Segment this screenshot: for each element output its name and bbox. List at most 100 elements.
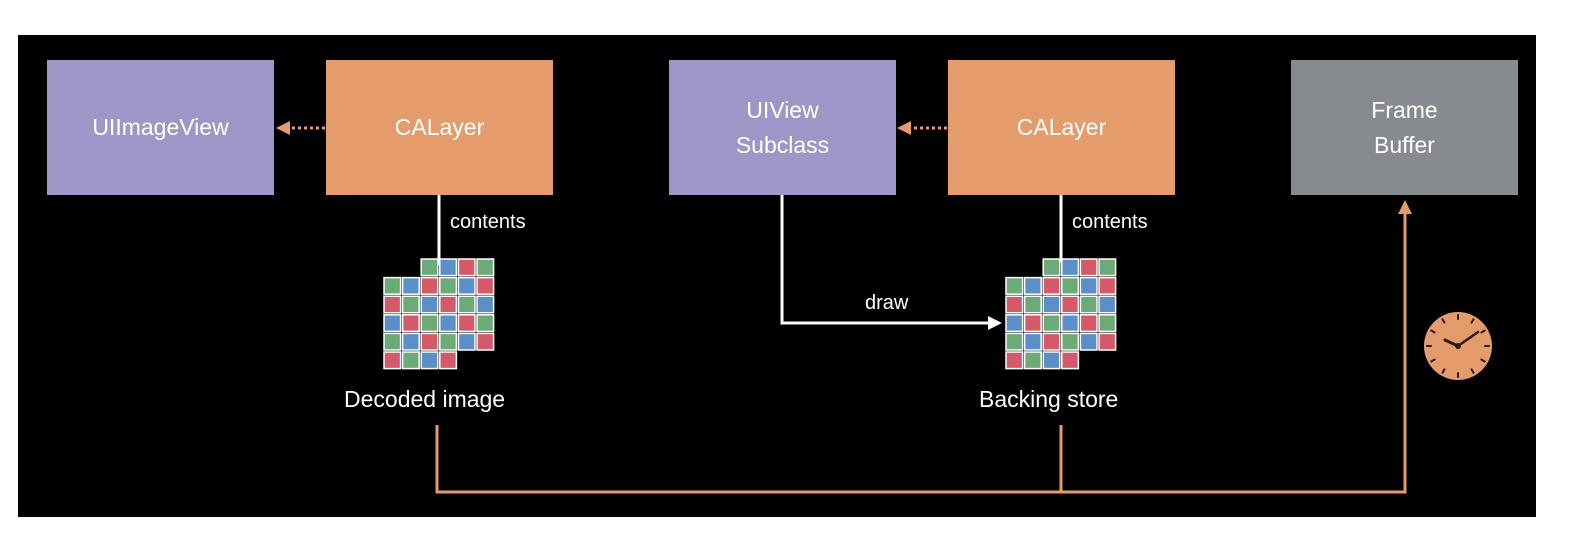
pixel-cell (401, 276, 420, 295)
pixel-cell (401, 295, 420, 314)
pixel-cell (476, 295, 495, 314)
pixel-cell (457, 258, 476, 277)
pixel-cell (1042, 295, 1061, 314)
pipeline-arrowhead (1398, 200, 1412, 214)
pixel-cell (420, 295, 439, 314)
draw-label: draw (865, 292, 909, 314)
pixel-cell (1098, 276, 1117, 295)
clock-tick (1441, 318, 1446, 324)
pixel-cell (383, 295, 402, 314)
pixel-cell (1079, 295, 1098, 314)
pipeline-line (435, 213, 1407, 494)
pixel-cell (1023, 314, 1042, 333)
pixel-cell (401, 332, 420, 351)
connectors-layer (276, 121, 1492, 494)
pixel-cell (476, 276, 495, 295)
pixel-cell (1042, 314, 1061, 333)
decoded-image-pixel-grid-icon (383, 258, 495, 370)
pixel-cell (439, 314, 458, 333)
diagram-canvas: UIImageView CALayer UIView Subclass CALa… (18, 35, 1536, 517)
uiview-subclass-label-line2: Subclass (735, 131, 830, 158)
pixel-cell (457, 332, 476, 351)
pixel-cell (401, 351, 420, 370)
pixel-cell (457, 276, 476, 295)
clock-tick (1430, 329, 1436, 334)
calayer-right-label: CALayer (1016, 114, 1107, 140)
pixel-cell (420, 276, 439, 295)
pixel-cell (457, 295, 476, 314)
pixel-cell (420, 332, 439, 351)
pixel-cell (476, 314, 495, 333)
clock-tick (1480, 329, 1486, 334)
contents-label-left: contents (450, 211, 526, 233)
layer-to-imageview-arrowhead (276, 121, 290, 135)
pixel-cell (1005, 295, 1024, 314)
draw-arrowhead (988, 316, 1002, 330)
pixel-cell (401, 314, 420, 333)
pixel-cell (1005, 276, 1024, 295)
pixel-cell (439, 351, 458, 370)
pixel-cell (1098, 332, 1117, 351)
pixel-cell (1079, 276, 1098, 295)
pixel-cell (383, 276, 402, 295)
calayer-left-label: CALayer (394, 114, 485, 140)
pixel-cell (1042, 258, 1061, 277)
pixel-cell (1061, 332, 1080, 351)
pixel-cell (439, 295, 458, 314)
pixel-cell (1023, 295, 1042, 314)
pixel-cell (1079, 314, 1098, 333)
clock-tick (1480, 358, 1486, 363)
pixel-cell (1061, 295, 1080, 314)
pixel-cell (1079, 332, 1098, 351)
uiimageview-box: UIImageView (47, 60, 274, 195)
pixel-cell (1079, 258, 1098, 277)
frame-buffer-box: Frame Buffer (1291, 60, 1518, 195)
pixel-cell (1042, 351, 1061, 370)
pixel-cell (1005, 351, 1024, 370)
uiview-subclass-label-line1: UIView (746, 96, 819, 123)
pixel-cell (476, 258, 495, 277)
clock-tick (1430, 358, 1436, 363)
backing-store-label: Backing store (979, 386, 1119, 412)
pixel-cell (1098, 314, 1117, 333)
clock-icon (1424, 312, 1492, 380)
pixel-cell (1098, 258, 1117, 277)
uiview-subclass-box: UIView Subclass (669, 60, 896, 195)
pixel-cell (1005, 314, 1024, 333)
pixel-cell (383, 314, 402, 333)
pixel-cell (1098, 295, 1117, 314)
uiimageview-label: UIImageView (92, 114, 229, 140)
pixel-cell (383, 332, 402, 351)
pixel-cell (1023, 332, 1042, 351)
pixel-cell (420, 314, 439, 333)
pixel-cell (439, 276, 458, 295)
pixel-cell (439, 332, 458, 351)
clock-tick (1441, 368, 1446, 374)
backing-store-pixel-grid-icon (1005, 258, 1117, 370)
clock-tick (1470, 368, 1475, 374)
pixel-cell (1061, 314, 1080, 333)
pixel-cell (439, 258, 458, 277)
pixel-cell (1023, 351, 1042, 370)
pixel-cell (1042, 332, 1061, 351)
pixel-cell (420, 258, 439, 277)
pixel-cell (383, 351, 402, 370)
pixel-cell (476, 332, 495, 351)
pixel-cell (420, 351, 439, 370)
pixel-cell (1061, 258, 1080, 277)
decoded-image-label: Decoded image (344, 386, 506, 412)
draw-line (780, 195, 988, 325)
frame-buffer-label-line1: Frame (1371, 96, 1438, 123)
pixel-cell (457, 314, 476, 333)
pixel-cell (1042, 276, 1061, 295)
pixel-cell (1061, 351, 1080, 370)
pixel-cell (1023, 276, 1042, 295)
pixel-cell (1061, 276, 1080, 295)
calayer-left-box: CALayer (326, 60, 553, 195)
clock-tick (1470, 318, 1475, 324)
layer-to-uiview-arrowhead (897, 121, 911, 135)
frame-buffer-label-line2: Buffer (1374, 131, 1435, 158)
pixel-cell (1005, 332, 1024, 351)
calayer-right-box: CALayer (948, 60, 1175, 195)
contents-label-right: contents (1072, 211, 1148, 233)
